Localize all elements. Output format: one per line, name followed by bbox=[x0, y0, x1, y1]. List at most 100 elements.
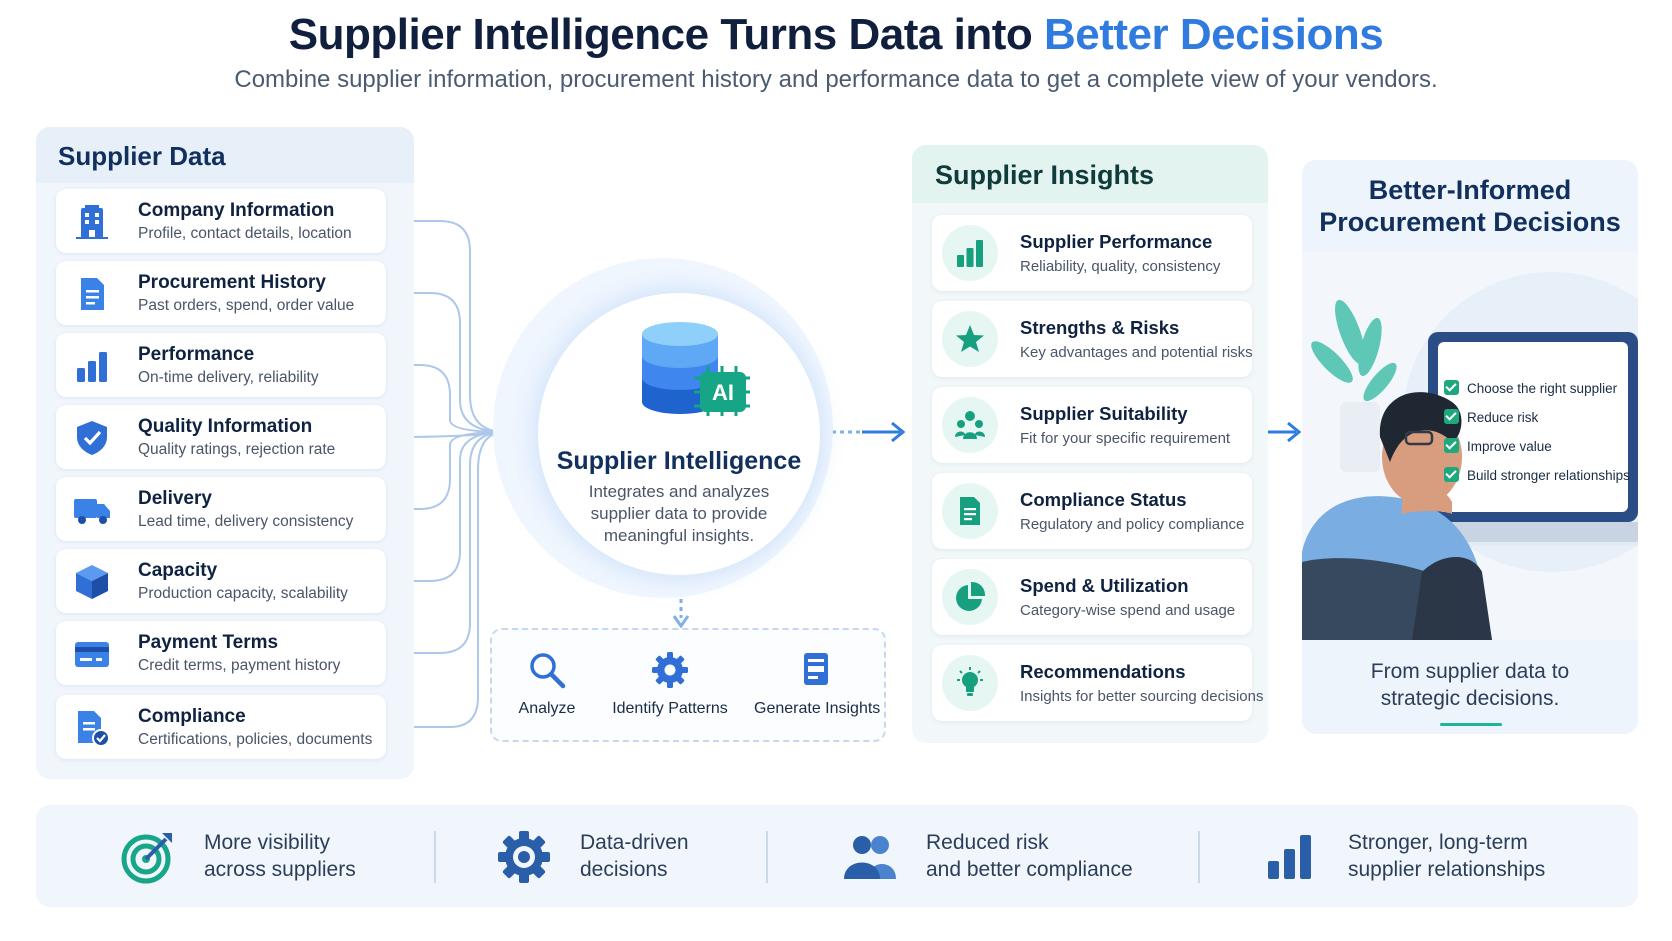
box-icon bbox=[76, 565, 108, 599]
data-item-desc: Profile, contact details, location bbox=[138, 225, 352, 242]
insight-desc: Category-wise spend and usage bbox=[1020, 602, 1236, 619]
checklist-label: Build stronger relationships bbox=[1467, 468, 1630, 483]
benefit-relationships: Stronger, long-term supplier relationship… bbox=[1264, 827, 1584, 887]
insight-supplier-suitability[interactable]: Supplier Suitability Fit for your specif… bbox=[932, 387, 1252, 463]
data-item-name: Procurement History bbox=[138, 272, 326, 293]
benefit-line2: and better compliance bbox=[926, 858, 1133, 881]
benefit-reduced-risk: Reduced risk and better compliance bbox=[842, 827, 1172, 887]
insight-name: Supplier Suitability bbox=[1020, 403, 1188, 424]
benefit-text: Reduced risk and better compliance bbox=[926, 829, 1133, 883]
document-check-icon bbox=[78, 711, 110, 747]
supplier-data-panel: Supplier Data Company Information Profil… bbox=[36, 127, 414, 779]
data-item-delivery[interactable]: Delivery Lead time, delivery consistency bbox=[56, 477, 386, 541]
checklist-item: Choose the right supplier bbox=[1444, 380, 1617, 396]
benefit-data-driven: Data-driven decisions bbox=[496, 827, 756, 887]
divider bbox=[434, 831, 436, 883]
lightbulb-icon bbox=[957, 667, 983, 696]
insight-name: Supplier Performance bbox=[1020, 231, 1213, 252]
pie-chart-icon bbox=[956, 581, 986, 611]
step-label: Identify Patterns bbox=[612, 700, 728, 717]
data-item-desc: Past orders, spend, order value bbox=[138, 297, 355, 314]
insight-strengths-risks[interactable]: Strengths & Risks Key advantages and pot… bbox=[932, 301, 1253, 377]
divider bbox=[1198, 831, 1200, 883]
document-icon bbox=[81, 278, 104, 310]
data-item-name: Performance bbox=[138, 344, 255, 365]
insight-name: Spend & Utilization bbox=[1020, 575, 1189, 596]
data-item-desc: Certifications, policies, documents bbox=[138, 731, 373, 748]
data-item-performance[interactable]: Performance On-time delivery, reliabilit… bbox=[56, 333, 386, 397]
document-icon bbox=[960, 497, 980, 525]
hub-description: Integrates and analyzes supplier data to… bbox=[588, 482, 770, 545]
data-item-payment-terms[interactable]: Payment Terms Credit terms, payment hist… bbox=[56, 621, 386, 685]
data-item-quality-information[interactable]: Quality Information Quality ratings, rej… bbox=[56, 405, 386, 469]
step-label: Analyze bbox=[518, 700, 576, 717]
benefit-text: Stronger, long-term supplier relationship… bbox=[1348, 829, 1545, 883]
magnifier-icon bbox=[530, 653, 566, 689]
data-item-company-information[interactable]: Company Information Profile, contact det… bbox=[56, 189, 386, 253]
data-item-name: Compliance bbox=[138, 706, 246, 727]
checkbox-checked-icon bbox=[1444, 409, 1459, 424]
checkbox-checked-icon bbox=[1444, 438, 1459, 453]
checklist-item: Improve value bbox=[1444, 438, 1552, 454]
step-analyze[interactable]: Analyze bbox=[512, 650, 582, 718]
insight-desc: Reliability, quality, consistency bbox=[1020, 258, 1221, 275]
insight-name: Strengths & Risks bbox=[1020, 317, 1180, 338]
insight-desc: Insights for better sourcing decisions bbox=[1020, 688, 1264, 705]
data-item-desc: Credit terms, payment history bbox=[138, 657, 341, 674]
benefit-line2: across suppliers bbox=[204, 858, 356, 881]
shield-check-icon bbox=[77, 421, 107, 455]
title-accent: Better Decisions bbox=[1043, 10, 1384, 59]
insight-recommendations[interactable]: Recommendations Insights for better sour… bbox=[932, 645, 1263, 721]
insight-spend-utilization[interactable]: Spend & Utilization Category-wise spend … bbox=[932, 559, 1252, 635]
data-item-desc: Quality ratings, rejection rate bbox=[138, 441, 336, 458]
checklist-label: Reduce risk bbox=[1467, 410, 1539, 425]
supplier-data-heading: Supplier Data bbox=[36, 127, 414, 183]
benefit-text: Data-driven decisions bbox=[580, 829, 689, 883]
ai-database-icon: AI bbox=[642, 322, 750, 416]
ai-badge: AI bbox=[712, 380, 734, 405]
bar-chart-icon bbox=[1268, 835, 1311, 879]
decisions-title: Better-Informed Procurement Decisions bbox=[1302, 174, 1638, 238]
building-icon bbox=[76, 205, 108, 239]
checkbox-checked-icon bbox=[1444, 467, 1459, 482]
benefit-line1: Data-driven bbox=[580, 831, 689, 854]
bar-chart-icon bbox=[77, 352, 107, 382]
checkbox-checked-icon bbox=[1444, 380, 1459, 395]
insight-supplier-performance[interactable]: Supplier Performance Reliability, qualit… bbox=[932, 215, 1252, 291]
person-laptop-illustration bbox=[1302, 252, 1638, 640]
bar-chart-icon bbox=[957, 240, 983, 267]
gear-icon bbox=[498, 831, 550, 883]
credit-card-icon bbox=[75, 642, 109, 667]
process-steps-box: Analyze Identify Patterns Generate Insig… bbox=[490, 628, 886, 742]
benefit-line2: supplier relationships bbox=[1348, 858, 1546, 881]
step-label: Generate Insights bbox=[754, 700, 881, 717]
data-item-name: Payment Terms bbox=[138, 632, 279, 653]
checklist-item: Reduce risk bbox=[1444, 409, 1538, 425]
checklist-label: Improve value bbox=[1467, 439, 1552, 454]
benefit-line1: Reduced risk bbox=[926, 831, 1049, 854]
benefit-line2: decisions bbox=[580, 858, 668, 881]
checklist-label: Choose the right supplier bbox=[1467, 381, 1618, 396]
checklist-item: Build stronger relationships bbox=[1444, 467, 1630, 483]
report-icon bbox=[804, 653, 828, 685]
benefit-line1: Stronger, long-term bbox=[1348, 831, 1528, 854]
title-main: Supplier Intelligence Turns Data into bbox=[288, 10, 1033, 59]
insight-name: Compliance Status bbox=[1020, 489, 1187, 510]
decisions-title-line2: Procurement Decisions bbox=[1319, 207, 1621, 237]
step-identify-patterns[interactable]: Identify Patterns bbox=[607, 650, 733, 718]
caption-line1: From supplier data to bbox=[1370, 660, 1570, 683]
insight-compliance-status[interactable]: Compliance Status Regulatory and policy … bbox=[932, 473, 1252, 549]
data-item-capacity[interactable]: Capacity Production capacity, scalabilit… bbox=[56, 549, 386, 613]
data-item-name: Capacity bbox=[138, 560, 218, 581]
page-subtitle: Combine supplier information, procuremen… bbox=[234, 66, 1438, 93]
data-item-procurement-history[interactable]: Procurement History Past orders, spend, … bbox=[56, 261, 386, 325]
step-generate-insights[interactable]: Generate Insights bbox=[754, 650, 881, 718]
decisions-caption: From supplier data to strategic decision… bbox=[1302, 658, 1638, 712]
target-icon bbox=[121, 833, 172, 884]
insight-desc: Fit for your specific requirement bbox=[1020, 430, 1231, 447]
supplier-insights-heading: Supplier Insights bbox=[912, 145, 1268, 203]
caption-line2: strategic decisions. bbox=[1380, 687, 1560, 710]
people-icon bbox=[844, 836, 896, 879]
data-item-compliance[interactable]: Compliance Certifications, policies, doc… bbox=[56, 695, 386, 759]
